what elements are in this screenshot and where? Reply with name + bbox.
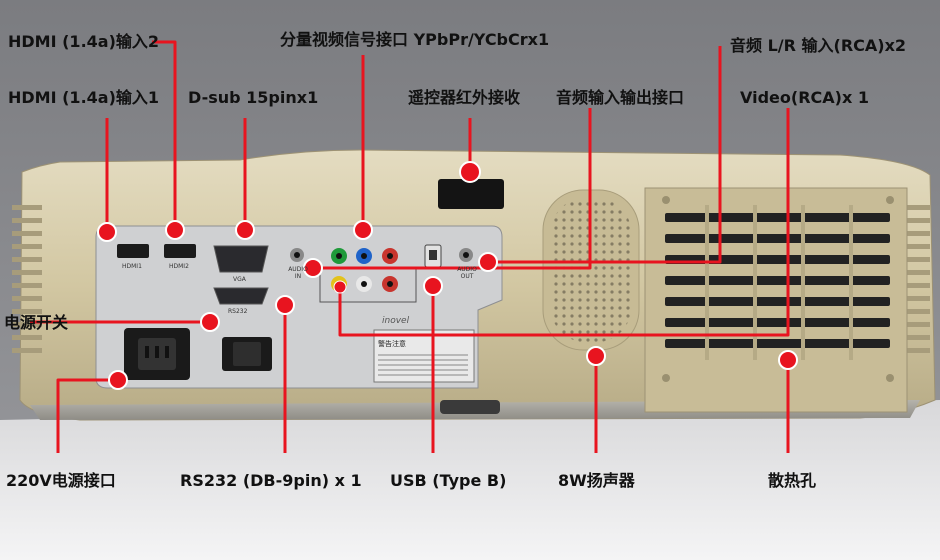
hdmi1-port <box>117 244 149 258</box>
panel-label-rs232: RS232 <box>228 308 248 315</box>
callout-dots <box>97 161 798 390</box>
rs232-port <box>213 287 269 305</box>
warning-label-title: 警告注意 <box>378 340 406 348</box>
callout-vent: 散热孔 <box>768 471 817 490</box>
callout-power-switch: 电源开关 <box>4 313 69 332</box>
brand-logo-text: inovel <box>382 316 410 326</box>
panel-label-hdmi1: HDMI1 <box>122 263 142 270</box>
callout-hdmi2: HDMI (1.4a)输入2 <box>8 32 160 51</box>
right-side-vent <box>904 205 930 353</box>
panel-label-vga: VGA <box>233 276 246 283</box>
vga-port <box>213 245 269 273</box>
hdmi2-port <box>164 244 196 258</box>
projector-foot <box>440 400 500 414</box>
callout-usb: USB (Type B) <box>390 471 507 490</box>
callout-power-socket: 220V电源接口 <box>6 471 116 490</box>
callout-video: Video(RCA)x 1 <box>740 88 869 107</box>
warning-label <box>373 329 475 383</box>
callout-hdmi1: HDMI (1.4a)输入1 <box>8 88 160 107</box>
callout-lines <box>30 40 790 453</box>
left-side-vent <box>12 205 42 353</box>
component-jacks <box>331 248 398 264</box>
callout-audio-io: 音频输入输出接口 <box>556 88 685 107</box>
panel-label-audio-in: AUDIO IN <box>288 266 308 280</box>
callout-component: 分量视频信号接口 YPbPr/YCbCrx1 <box>280 30 550 49</box>
callout-rs232: RS232 (DB-9pin) x 1 <box>180 471 362 490</box>
callout-audio-lr: 音频 L/R 输入(RCA)x2 <box>730 36 907 55</box>
callout-vga: D-sub 15pinx1 <box>188 88 319 107</box>
ir-receiver-window <box>438 179 504 209</box>
panel-label-hdmi2: HDMI2 <box>169 263 189 270</box>
panel-label-audio-out: AUDIO OUT <box>457 266 477 280</box>
audio-in-jack <box>290 248 304 262</box>
callout-ir: 遥控器红外接收 <box>408 88 521 107</box>
audio-out-jack <box>459 248 473 262</box>
table-surface <box>0 400 940 560</box>
callout-speaker: 8W扬声器 <box>558 471 635 490</box>
